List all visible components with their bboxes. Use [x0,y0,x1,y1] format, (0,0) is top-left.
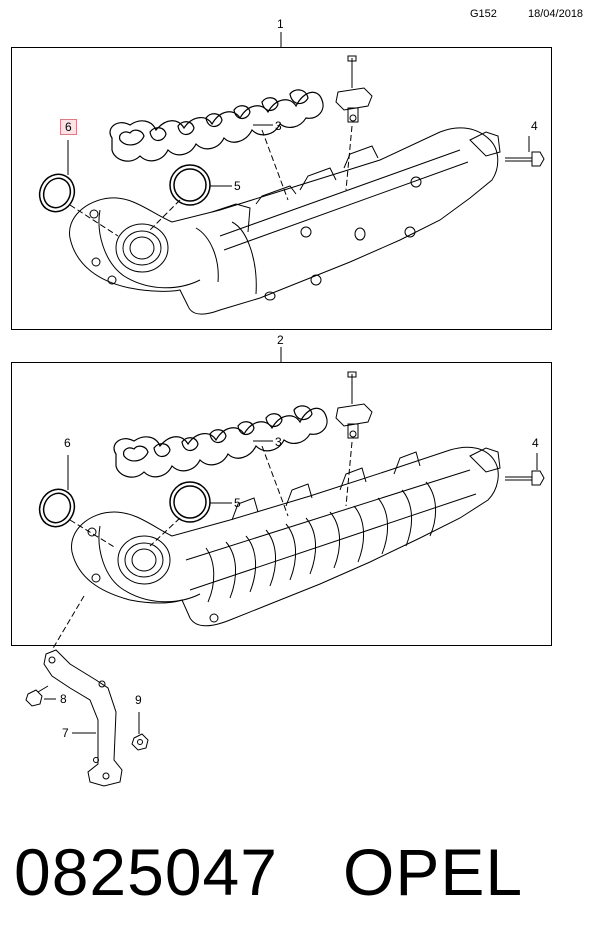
diagram-date: 18/04/2018 [528,8,584,20]
brand-name: OPEL [343,835,524,909]
panel2-sensor-drawing [335,371,373,439]
bracket-leaders [44,698,140,734]
panel2-bolt-callout[interactable]: 4 [532,436,539,450]
panel1-bolt-drawing [505,151,545,167]
panel1-gasket-drawing [109,89,324,162]
panel1-manifold-drawing [69,127,501,315]
bracket-callout[interactable]: 7 [62,726,69,740]
panel2-gasket-callout[interactable]: 3 [275,435,282,449]
part-number: 0825047 [14,835,278,909]
panel2-bolt-drawing [505,470,545,486]
panel1-seal-drawing [169,164,211,206]
panel1-seal-callout[interactable]: 5 [234,179,241,193]
assembly-2-label: 2 [277,333,284,347]
assembly-1-label: 1 [277,17,284,31]
diagram-code: G152 [470,8,497,20]
intake-manifold-panel-1 [11,47,552,330]
screw-callout[interactable]: 8 [60,692,67,706]
nut-drawing [131,733,149,751]
bracket-drawing [43,649,123,787]
panel1-bolt-callout[interactable]: 4 [531,119,538,133]
panel1-ring-drawing [38,173,76,213]
panel1-sensor-drawing [335,55,373,123]
panel2-seal-callout[interactable]: 5 [234,496,241,510]
panel1-ring-callout[interactable]: 6 [60,119,77,135]
panel2-manifold-drawing [71,446,501,627]
intake-manifold-panel-2 [11,362,552,646]
panel2-leaders [51,440,538,651]
nut-callout[interactable]: 9 [135,693,142,707]
panel2-seal-drawing [169,481,211,523]
panel1-gasket-callout[interactable]: 3 [275,119,282,133]
panel1-leaders [67,124,530,237]
panel2-ring-drawing [38,488,76,528]
screw-drawing [25,685,49,707]
panel2-gasket-drawing [113,405,328,478]
panel2-ring-callout[interactable]: 6 [64,436,71,450]
